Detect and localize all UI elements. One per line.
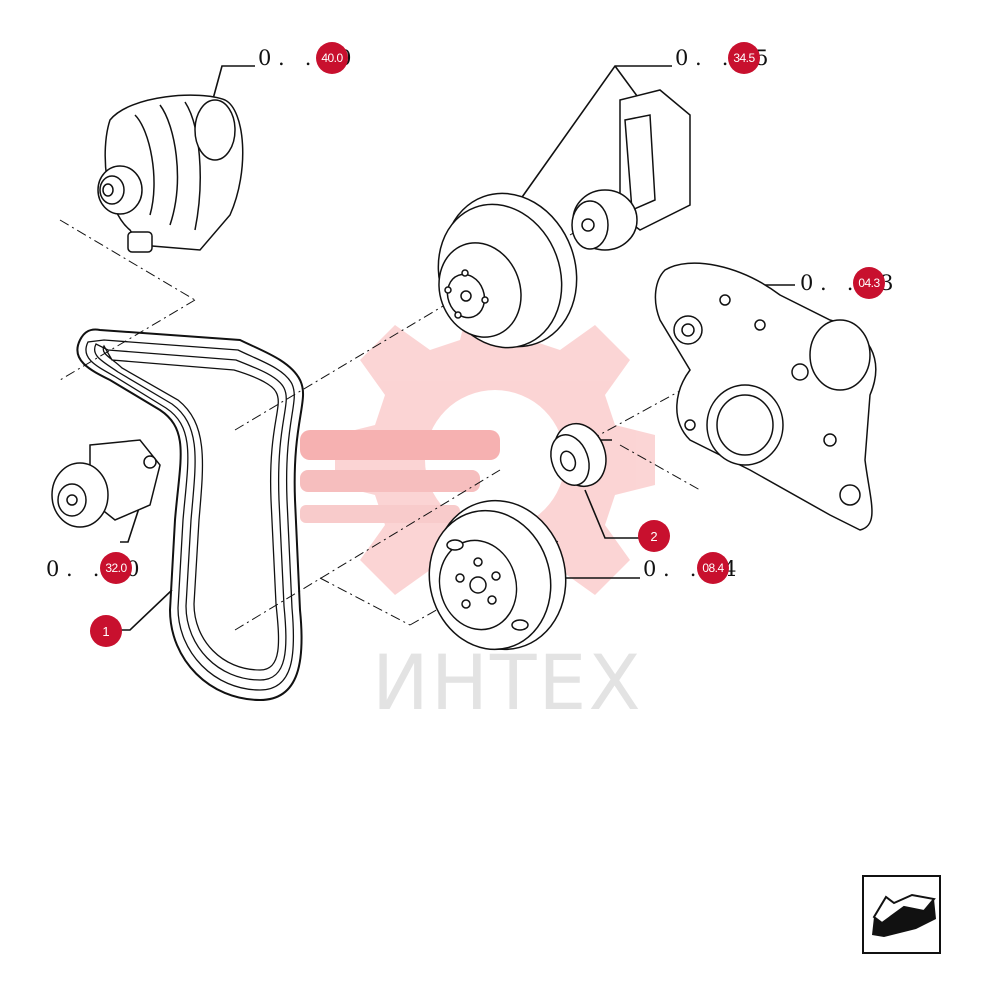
ref-badge-alternator[interactable]: 40.0 — [316, 42, 348, 74]
watermark-text: ИНТЕХ — [372, 638, 643, 727]
belt — [76, 328, 305, 702]
ref-badge-tensioner[interactable]: 32.0 — [100, 552, 132, 584]
water-pump-body — [571, 89, 691, 251]
idler-roller — [550, 422, 612, 488]
watermark-logo — [300, 300, 655, 620]
crank-pulley — [428, 499, 567, 651]
ref-badge-timing-cover[interactable]: 04.3 — [853, 267, 885, 299]
return-button[interactable] — [862, 875, 941, 954]
alternator — [97, 94, 244, 253]
water-pump-pulley — [437, 192, 578, 349]
timing-cover — [654, 262, 877, 531]
ref-badge-crank-pulley[interactable]: 08.4 — [697, 552, 729, 584]
ref-badge-water-pump[interactable]: 34.5 — [728, 42, 760, 74]
callout-1[interactable]: 1 — [90, 615, 122, 647]
callout-2[interactable]: 2 — [638, 520, 670, 552]
belt-tensioner — [51, 439, 161, 528]
return-arrow-icon — [872, 893, 936, 937]
